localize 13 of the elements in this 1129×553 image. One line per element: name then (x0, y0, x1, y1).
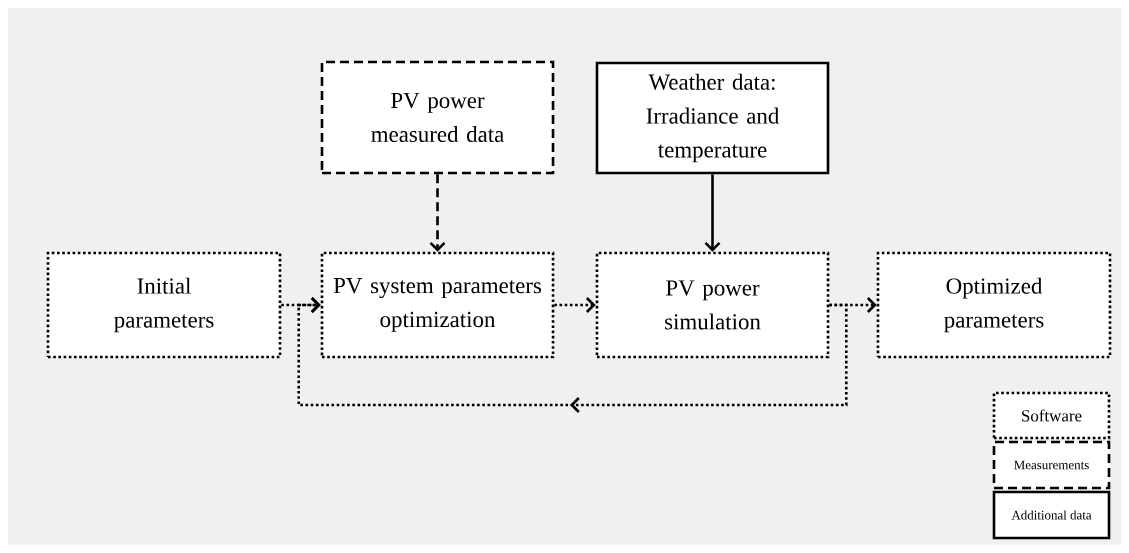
legend-item: Measurements (992, 440, 1111, 490)
legend-item: Additional data (992, 490, 1111, 540)
process-box: Initial parameters (46, 251, 282, 359)
process-box: PV system parameters optimization (320, 251, 555, 359)
arrow (704, 174, 721, 252)
arrow (554, 297, 596, 313)
process-box: Optimized parameters (876, 251, 1112, 359)
process-box: PV power simulation (595, 251, 830, 359)
arrow (297, 297, 848, 413)
process-box: PV power measured data (320, 60, 555, 175)
legend-item: Software (992, 391, 1111, 440)
process-box: Weather data: Irradiance and temperature (595, 61, 830, 175)
arrow (429, 174, 446, 252)
